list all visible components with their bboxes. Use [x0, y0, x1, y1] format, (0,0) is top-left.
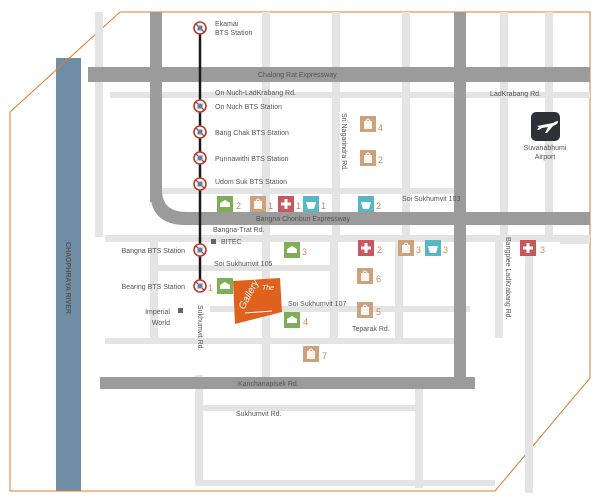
road-label-bangna-chonburi: Bangna Chonburi Expressway: [256, 216, 351, 223]
road-label-bangplee-ladkrabang: Bangplee LadKrabang Rd.: [504, 237, 511, 320]
poi-mall[interactable]: 3: [284, 242, 307, 258]
minor-roads: [95, 12, 590, 493]
the-gallery-project[interactable]: The Gallery: [233, 277, 282, 324]
poi-hospital[interactable]: 2: [358, 240, 382, 256]
imperial-world-landmark[interactable]: Imperial World: [145, 308, 183, 327]
poi-shop[interactable]: 5: [357, 302, 381, 318]
poi-shop[interactable]: 6: [357, 268, 381, 284]
poi-mall[interactable]: 4: [284, 312, 308, 328]
road-label-bangna-trat: Bangna-Trat Rd.: [213, 227, 265, 234]
station-label: On Nuch BTS Station: [215, 104, 282, 111]
poi-shop[interactable]: 7: [303, 346, 327, 362]
poi-hospital[interactable]: 1: [278, 196, 301, 212]
poi-number: 3: [540, 245, 545, 255]
imperial-world-marker: [178, 308, 183, 313]
road-label-chalong-rat: Chalong Rat Expressway: [258, 72, 337, 79]
poi-number: 1: [268, 201, 273, 211]
poi-mall[interactable]: 1: [208, 278, 233, 294]
bts-station[interactable]: Bang Chak BTS Station: [193, 125, 289, 139]
poi-number: 2: [377, 245, 382, 255]
road-label-sukhumvit-vertical: Sukhumvit Rd.: [196, 305, 203, 351]
airport-landmark[interactable]: Suvanabhumi Airport: [524, 112, 567, 161]
bitec-label: BITEC: [221, 239, 242, 246]
station-label: Bang Chak BTS Station: [215, 130, 289, 137]
poi-shop[interactable]: 2: [360, 150, 383, 166]
poi-number: 7: [322, 351, 327, 361]
road-label-kanchanapisek: Kanchanapisek Rd.: [238, 381, 299, 388]
poi-shop[interactable]: 3: [398, 240, 421, 256]
bts-station[interactable]: Bearing BTS Station: [122, 279, 207, 293]
poi-number: 3: [416, 245, 421, 255]
poi-number: 3: [302, 247, 307, 257]
river-label: CHAOPHRAYA RIVER: [64, 242, 71, 314]
station-label: Bearing BTS Station: [122, 284, 186, 291]
poi-number: 4: [378, 123, 383, 133]
poi-market[interactable]: 2: [358, 196, 381, 212]
road-label-sri-nagarindra: Sri Nagarindra Rd.: [340, 113, 347, 171]
poi-hospital[interactable]: 3: [520, 240, 545, 256]
bts-station[interactable]: Udom Suk BTS Station: [193, 177, 287, 191]
poi-number: 2: [376, 201, 381, 211]
poi-market[interactable]: 1: [303, 196, 326, 212]
poi-number: 1: [321, 201, 326, 211]
bts-station[interactable]: Ekamai BTS Station: [193, 21, 252, 37]
poi-number: 1: [296, 201, 301, 211]
airport-label-line2: Airport: [535, 154, 556, 161]
poi-number: 6: [376, 274, 381, 284]
road-label-ladkrabang: LadKrabang Rd.: [490, 91, 541, 98]
poi-number: 1: [208, 283, 213, 293]
bts-station[interactable]: On Nuch BTS Station: [193, 99, 282, 113]
expressways: [88, 12, 590, 389]
road-label-soi-sukhumvit-107: Soi Sukhumvit 107: [288, 301, 346, 308]
station-label-line2: BTS Station: [215, 30, 252, 37]
poi-number: 3: [443, 245, 448, 255]
poi-shop[interactable]: 4: [360, 116, 383, 133]
road-label-on-nut-ladkrabang: On Nuch-LadKrabang Rd.: [215, 90, 296, 97]
map-border: [9, 11, 591, 492]
poi-shop[interactable]: 1: [250, 196, 273, 212]
poi-number: 2: [236, 201, 241, 211]
poi-number: 4: [303, 317, 308, 327]
road-label-sukhumvit-bottom: Sukhumvit Rd.: [236, 411, 282, 418]
road-label-soi-sukhumvit-105: Soi Sukhumvit 105: [214, 261, 272, 268]
airplane-icon: [537, 121, 558, 133]
bitec-marker: [211, 239, 216, 244]
poi-number: 2: [378, 155, 383, 165]
bitec-landmark[interactable]: BITEC: [211, 239, 242, 246]
road-label-teparak: Teparak Rd.: [352, 326, 390, 333]
road-label-soi-sukhumvit-103: Soi Sukhumvit 103: [402, 196, 460, 203]
gallery-label-line1: The: [262, 285, 274, 292]
station-label: Bangna BTS Station: [122, 248, 186, 255]
station-label: Ekamai: [215, 21, 239, 28]
bts-station[interactable]: Punnawithi BTS Station: [193, 151, 289, 165]
poi-mall[interactable]: 2: [217, 196, 241, 212]
poi-market[interactable]: 3: [425, 240, 448, 256]
poi-number: 5: [376, 307, 381, 317]
river: [56, 58, 81, 491]
imperial-world-label: Imperial: [145, 309, 170, 316]
station-label: Udom Suk BTS Station: [215, 179, 287, 186]
airport-label: Suvanabhumi: [524, 145, 567, 152]
bts-station[interactable]: Bangna BTS Station: [122, 243, 207, 257]
imperial-world-label-line2: World: [152, 320, 170, 327]
station-label: Punnawithi BTS Station: [215, 156, 289, 163]
